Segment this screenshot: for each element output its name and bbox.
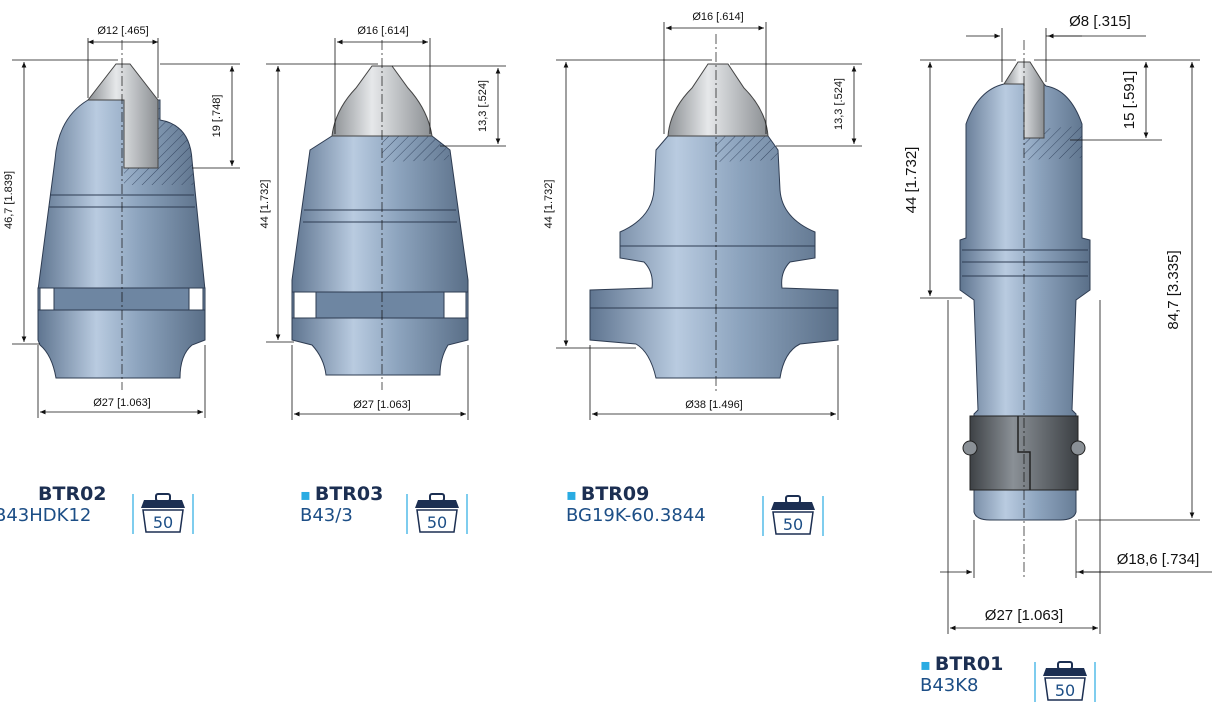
tool-btr02-dim-insert: 19 [.748]: [211, 95, 223, 138]
tool-btr01-dim-total: 84,7 [3.335]: [1165, 250, 1182, 329]
bullet-icon: ▪: [920, 655, 931, 674]
tool-btr03-section: [382, 136, 450, 162]
tool-btr01-pack-qty: 50: [1055, 681, 1075, 700]
tool-btr03-model: B43/3: [300, 504, 353, 526]
tool-btr01-code: BTR01: [934, 653, 1004, 675]
tool-btr09-dim-insert: 13,3 [.524]: [833, 78, 845, 130]
tool-btr09-pack-qty: 50: [783, 515, 803, 534]
tool-btr01-dim-top: Ø8 [.315]: [1069, 13, 1131, 30]
tool-btr02-model: B43HDK12: [0, 504, 92, 526]
tool-btr02-tip: [86, 63, 159, 169]
tool-btr09-section: [716, 136, 778, 162]
box-icon: 50: [1034, 661, 1096, 702]
tool-btr09-dim-top: Ø16 [.614]: [692, 11, 743, 23]
tool-btr03-body: [291, 135, 469, 376]
tool-btr03-label: ▪BTR03 B43/3: [300, 483, 384, 527]
bullet-icon: ▪: [300, 485, 311, 504]
tool-btr02-pack-qty: 50: [153, 513, 173, 532]
tool-btr01-label: ▪BTR01 B43K8: [920, 653, 1004, 697]
tool-btr03-dim-top: Ø16 [.614]: [357, 25, 408, 37]
tool-btr01-drawing: Ø8 [.315] 44 [1.732] 15 [.591] 84,7 [3.3…: [903, 13, 1212, 634]
tool-btr09-model: BG19K-60.3844: [566, 504, 706, 526]
tool-btr02-code: BTR02: [38, 483, 107, 505]
tool-btr01-body: [959, 83, 1091, 521]
tool-btr02-dim-top: Ø12 [.465]: [97, 25, 148, 37]
tool-btr09-dim-height: 44 [1.732]: [543, 180, 555, 229]
tool-btr02-label: BTR02 B43HDK12: [0, 483, 107, 527]
tool-btr09-label: ▪BTR09 BG19K-60.3844: [566, 483, 706, 527]
tool-btr03-dim-insert: 13,3 [.524]: [477, 80, 489, 132]
tool-btr03-drawing: Ø16 [.614] 44 [1.732] 13,3 [.524] Ø27 [1…: [259, 25, 506, 420]
tool-btr03-dim-base: Ø27 [1.063]: [353, 399, 411, 411]
box-icon: 50: [762, 495, 824, 536]
tool-btr09-drawing: Ø16 [.614] 44 [1.732] 13,3 [.524] Ø38 [1…: [543, 11, 862, 420]
tool-btr01-sleeve: [969, 415, 1079, 491]
bullet-icon: ▪: [566, 485, 577, 504]
box-icon: 50: [406, 493, 468, 534]
tool-btr09-code: BTR09: [580, 483, 650, 505]
box-icon: 50: [132, 493, 194, 534]
tool-btr01-model: B43K8: [920, 674, 979, 696]
tool-btr01-dim-shank: Ø18,6 [.734]: [1117, 551, 1200, 568]
tool-btr09-dim-base: Ø38 [1.496]: [685, 399, 743, 411]
tool-btr03-dim-height: 44 [1.732]: [259, 180, 271, 229]
tool-btr02-dim-base: Ø27 [1.063]: [93, 397, 151, 409]
tool-btr01-dim-height: 44 [1.732]: [903, 147, 920, 214]
tool-btr01-dim-insert: 15 [.591]: [1121, 71, 1138, 129]
tool-btr09-tip: [667, 63, 769, 137]
tool-btr03-code: BTR03: [314, 483, 384, 505]
tool-btr02-dim-height: 46,7 [1.839]: [3, 171, 15, 229]
tool-btr03-pack-qty: 50: [427, 513, 447, 532]
tool-btr01-dim-base: Ø27 [1.063]: [985, 607, 1063, 624]
tool-btr09-body: [589, 135, 839, 379]
tool-btr02-drawing: Ø12 [.465] 46,7 [1.839] 19 [.748] Ø27 [1…: [3, 25, 240, 418]
